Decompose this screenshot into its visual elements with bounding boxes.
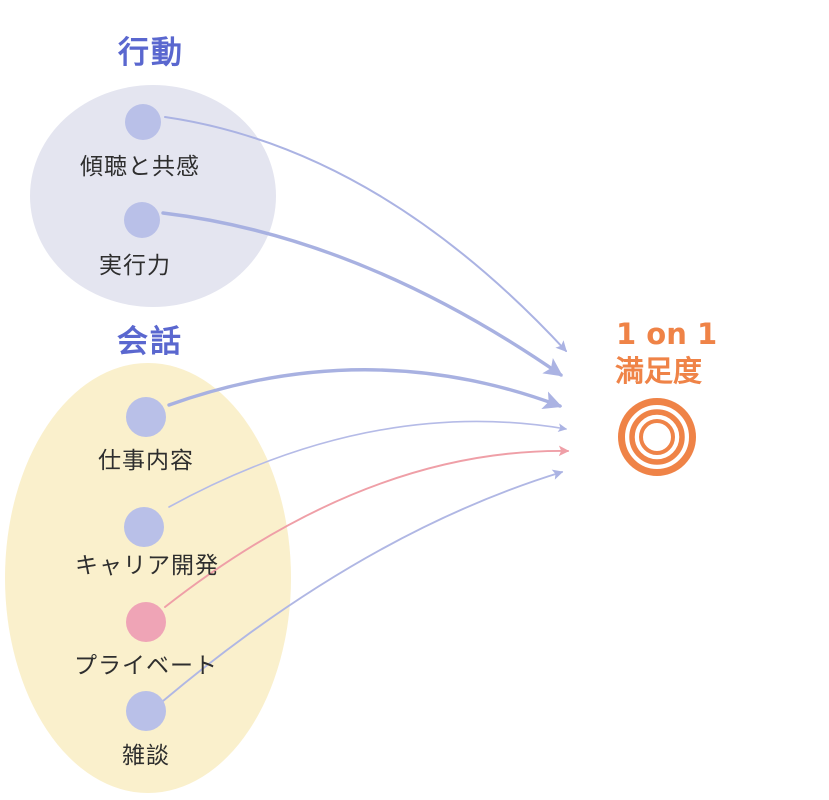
edge-small-talk (162, 469, 564, 702)
dot-execution (124, 202, 160, 238)
label-private: プライベート (74, 653, 218, 679)
group-title-conversation: 会話 (117, 324, 183, 360)
concentric-ring-inner (639, 419, 675, 455)
concentric-circles-icon (618, 398, 696, 476)
label-execution: 実行力 (99, 253, 171, 279)
label-work-content: 仕事内容 (98, 448, 194, 474)
behavior-group-ellipse (30, 85, 276, 307)
edge-career-development (168, 420, 568, 508)
label-small-talk: 雑談 (122, 743, 170, 769)
concentric-ring-middle (629, 409, 685, 465)
dot-small-talk (126, 691, 166, 731)
target-title-line1: 1 on 1 (616, 317, 717, 351)
edge-execution (161, 211, 563, 377)
conversation-group-ellipse (5, 363, 291, 793)
edge-work-content (167, 368, 563, 410)
concentric-ring-outer (618, 398, 696, 476)
dot-private (126, 602, 166, 642)
edge-private (164, 445, 570, 608)
dot-career-development (124, 507, 164, 547)
edge-listening-and-empathy (164, 116, 567, 353)
dot-listening-and-empathy (125, 104, 161, 140)
dot-work-content (126, 397, 166, 437)
label-listening-and-empathy: 傾聴と共感 (80, 154, 200, 180)
label-career-development: キャリア開発 (75, 553, 219, 579)
group-title-behavior: 行動 (117, 35, 184, 71)
target-title-line2: 満足度 (615, 354, 702, 388)
